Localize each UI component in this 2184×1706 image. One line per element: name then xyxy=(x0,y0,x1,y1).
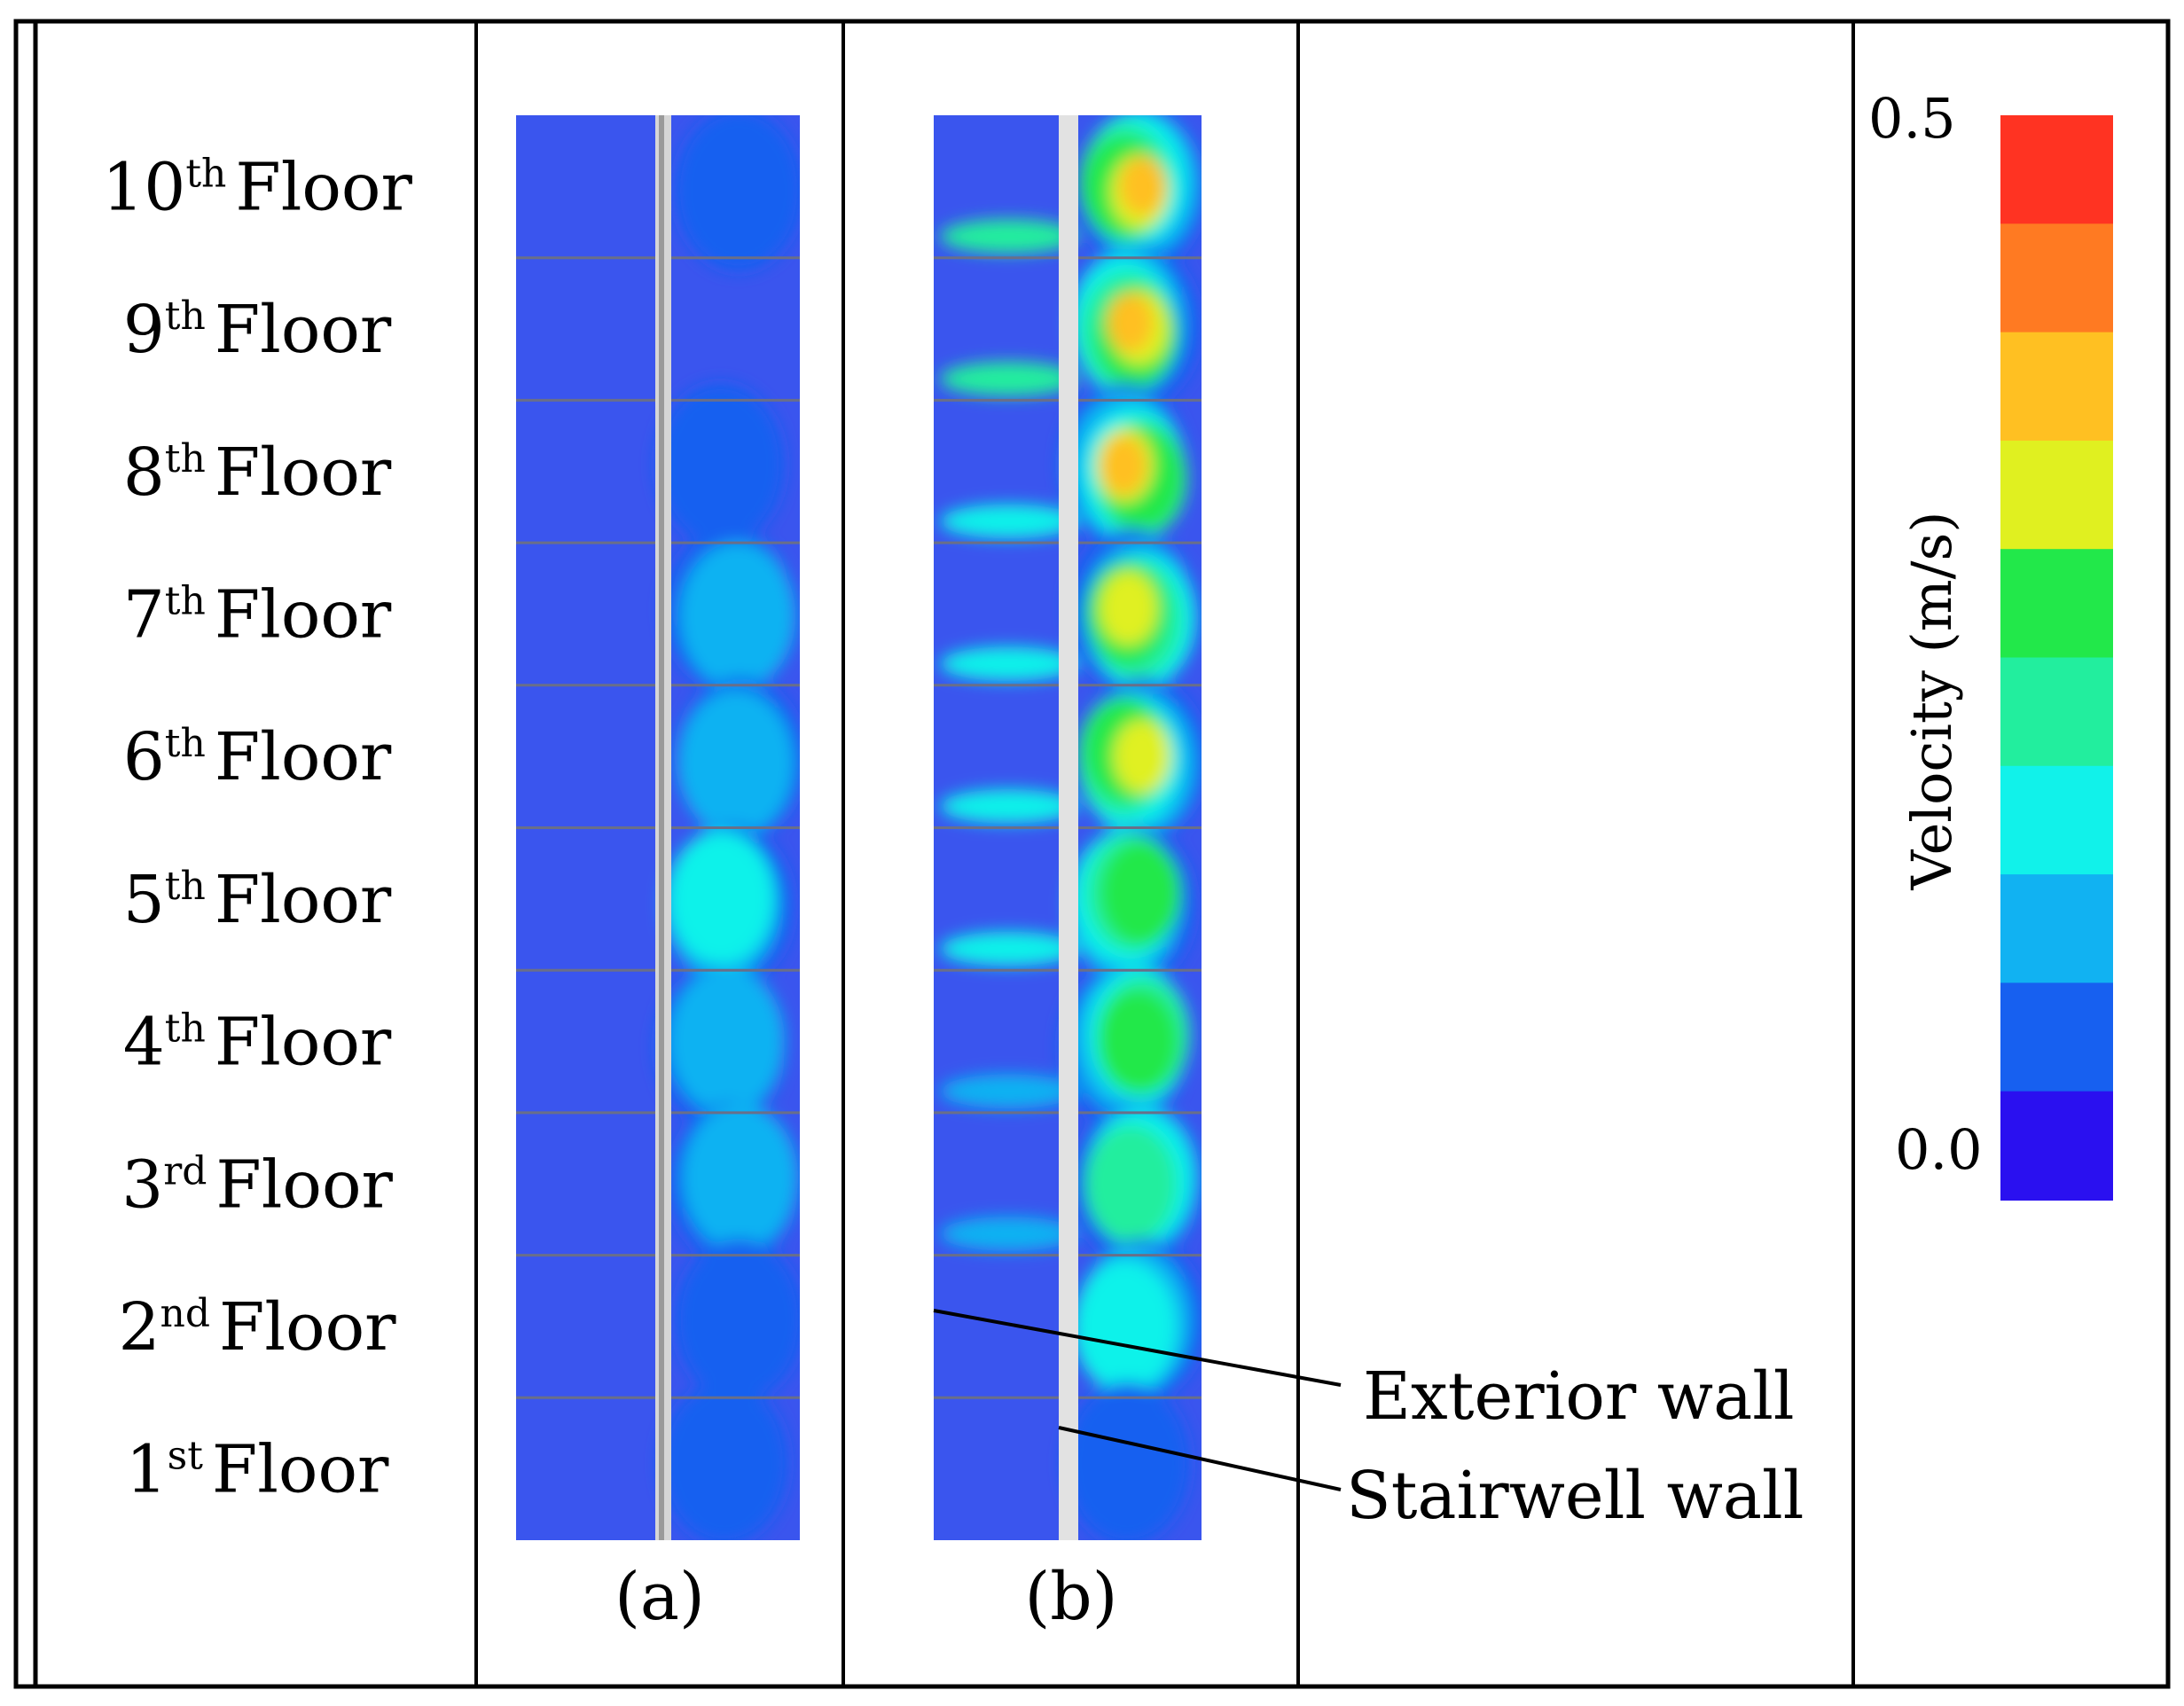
room-flow-contour xyxy=(940,1217,1078,1251)
velocity-contour xyxy=(674,115,800,271)
velocity-contour xyxy=(656,383,785,546)
colorbar-band xyxy=(2000,223,2113,333)
floor-word: Floor xyxy=(219,1289,396,1366)
floor-number: 4 xyxy=(123,1005,165,1081)
velocity-contour xyxy=(1073,1260,1177,1393)
velocity-contour xyxy=(1107,293,1154,352)
velocity-contour xyxy=(669,831,774,965)
velocity-contour xyxy=(677,689,795,837)
colorbar-band xyxy=(2000,657,2113,767)
floor-number: 8 xyxy=(123,434,165,511)
colorbar-band xyxy=(2000,874,2113,984)
panel-a-wall-shadow xyxy=(659,115,664,1540)
colorbar-band xyxy=(2000,115,2113,225)
floor-word: Floor xyxy=(215,862,392,938)
colorbar-band xyxy=(2000,765,2113,876)
velocity-contour xyxy=(1113,719,1171,794)
velocity-contour xyxy=(1108,855,1177,943)
floor-number: 9 xyxy=(123,292,165,368)
panel-b-wall xyxy=(1059,115,1078,1540)
table-frame xyxy=(13,19,2171,1689)
velocity-contour xyxy=(1119,155,1166,215)
colorbar-min-label: 0.0 xyxy=(1895,1117,1983,1182)
floor-suffix: rd xyxy=(163,1148,207,1193)
floor-number: 6 xyxy=(123,719,165,795)
colorbar-max-label: 0.5 xyxy=(1868,86,1956,151)
floor-suffix: th xyxy=(165,578,206,623)
colorbar-title: Velocity (m/s) xyxy=(1899,511,1964,890)
contour-panel-a xyxy=(516,115,800,1540)
floor-suffix: th xyxy=(165,1006,206,1052)
colorbar-band xyxy=(2000,440,2113,551)
stairwell-wall-leader xyxy=(1058,1426,1342,1491)
floor-suffix: th xyxy=(165,436,206,481)
velocity-contour xyxy=(1100,571,1157,646)
floor-number: 7 xyxy=(123,576,165,653)
floor-suffix: th xyxy=(165,293,206,339)
velocity-contour xyxy=(1100,435,1147,496)
colorbar-band xyxy=(2000,1091,2113,1201)
room-flow-contour xyxy=(940,789,1078,824)
velocity-contour xyxy=(660,1381,789,1540)
floor-number: 10 xyxy=(102,149,185,225)
floor-word: Floor xyxy=(215,719,392,795)
floor-word: Floor xyxy=(215,292,392,368)
colorbar-band xyxy=(2000,982,2113,1092)
floor-suffix: th xyxy=(185,151,226,196)
velocity-contour xyxy=(1064,1381,1191,1540)
exterior-wall-label: Exterior wall xyxy=(1363,1358,1795,1435)
floor-word: Floor xyxy=(215,1005,392,1081)
panel-label-a: (a) xyxy=(614,1559,705,1635)
floor-number: 5 xyxy=(123,862,165,938)
floor-word: Floor xyxy=(215,434,392,511)
room-flow-contour xyxy=(940,931,1078,966)
room-flow-contour xyxy=(940,646,1078,681)
floor-suffix: st xyxy=(168,1434,204,1479)
colorbar xyxy=(2000,115,2113,1201)
outer-border xyxy=(13,19,2171,1689)
contour-panel-b xyxy=(934,115,1202,1540)
room-flow-contour xyxy=(940,504,1078,539)
velocity-contour xyxy=(679,542,796,690)
velocity-contour xyxy=(1097,990,1178,1093)
colorbar-band xyxy=(2000,549,2113,659)
velocity-contour xyxy=(668,966,785,1115)
room-flow-contour xyxy=(940,219,1078,254)
floor-word: Floor xyxy=(212,1432,389,1508)
floor-word: Floor xyxy=(215,1146,393,1223)
colorbar-band xyxy=(2000,332,2113,442)
panel-label-b: (b) xyxy=(1024,1559,1117,1635)
velocity-contour xyxy=(681,1103,799,1251)
room-flow-contour xyxy=(940,1074,1078,1109)
floor-number: 3 xyxy=(121,1146,163,1223)
exterior-wall-leader xyxy=(933,1309,1342,1387)
floor-word: Floor xyxy=(235,149,412,225)
velocity-contour xyxy=(675,1239,800,1401)
floor-number: 2 xyxy=(118,1289,160,1366)
velocity-contour xyxy=(1084,1124,1177,1243)
floor-suffix: th xyxy=(165,864,206,909)
room-flow-contour xyxy=(940,362,1078,396)
floor-suffix: nd xyxy=(160,1291,211,1336)
stairwell-wall-label: Stairwell wall xyxy=(1346,1458,1804,1534)
floor-number: 1 xyxy=(126,1432,168,1508)
floor-suffix: th xyxy=(165,721,206,766)
floor-word: Floor xyxy=(215,576,392,653)
